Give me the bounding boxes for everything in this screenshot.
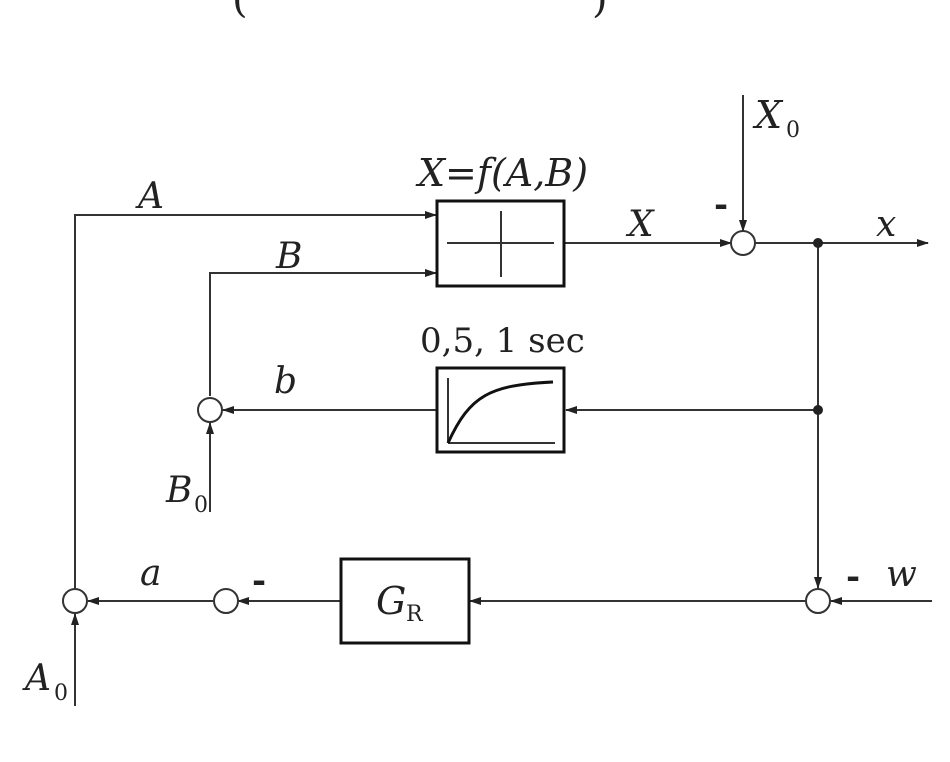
wire-A bbox=[74, 211, 437, 588]
label-GR-sub: R bbox=[406, 602, 424, 627]
label-w: w bbox=[886, 554, 917, 595]
controller-block bbox=[339, 557, 471, 645]
sum-b bbox=[197, 397, 223, 423]
sum-inner bbox=[213, 588, 239, 614]
sum-X0 bbox=[730, 230, 756, 256]
sign-inner: - bbox=[252, 561, 266, 601]
sign-X0: - bbox=[714, 185, 728, 225]
label-X: X bbox=[625, 204, 655, 245]
label-x: x bbox=[876, 204, 896, 245]
label-A0-sub: 0 bbox=[54, 681, 68, 706]
label-GR: G bbox=[376, 579, 406, 623]
sign-w: - bbox=[846, 557, 860, 597]
label-X0-sub: 0 bbox=[786, 118, 800, 143]
label-X0: X bbox=[752, 93, 784, 137]
delay-block bbox=[435, 366, 566, 454]
junction-dot-delay bbox=[813, 405, 823, 415]
label-a: a bbox=[140, 553, 161, 594]
sum-w bbox=[805, 588, 831, 614]
label-function: X=f(A,B) bbox=[415, 151, 588, 195]
label-delay: 0,5, 1 sec bbox=[420, 321, 585, 361]
top-partial-paren-left: ( bbox=[232, 0, 248, 22]
label-B0-sub: 0 bbox=[194, 493, 208, 518]
sum-A bbox=[62, 588, 88, 614]
label-B: B bbox=[275, 236, 302, 277]
delay-step-response-curve bbox=[446, 380, 554, 444]
junction-dot-x bbox=[813, 238, 823, 248]
top-partial-paren-right: ) bbox=[592, 0, 608, 22]
label-A0: A bbox=[22, 658, 51, 699]
label-B0: B bbox=[165, 470, 192, 511]
wire-B bbox=[209, 269, 437, 396]
label-b: b bbox=[274, 361, 297, 402]
label-A: A bbox=[135, 176, 164, 217]
